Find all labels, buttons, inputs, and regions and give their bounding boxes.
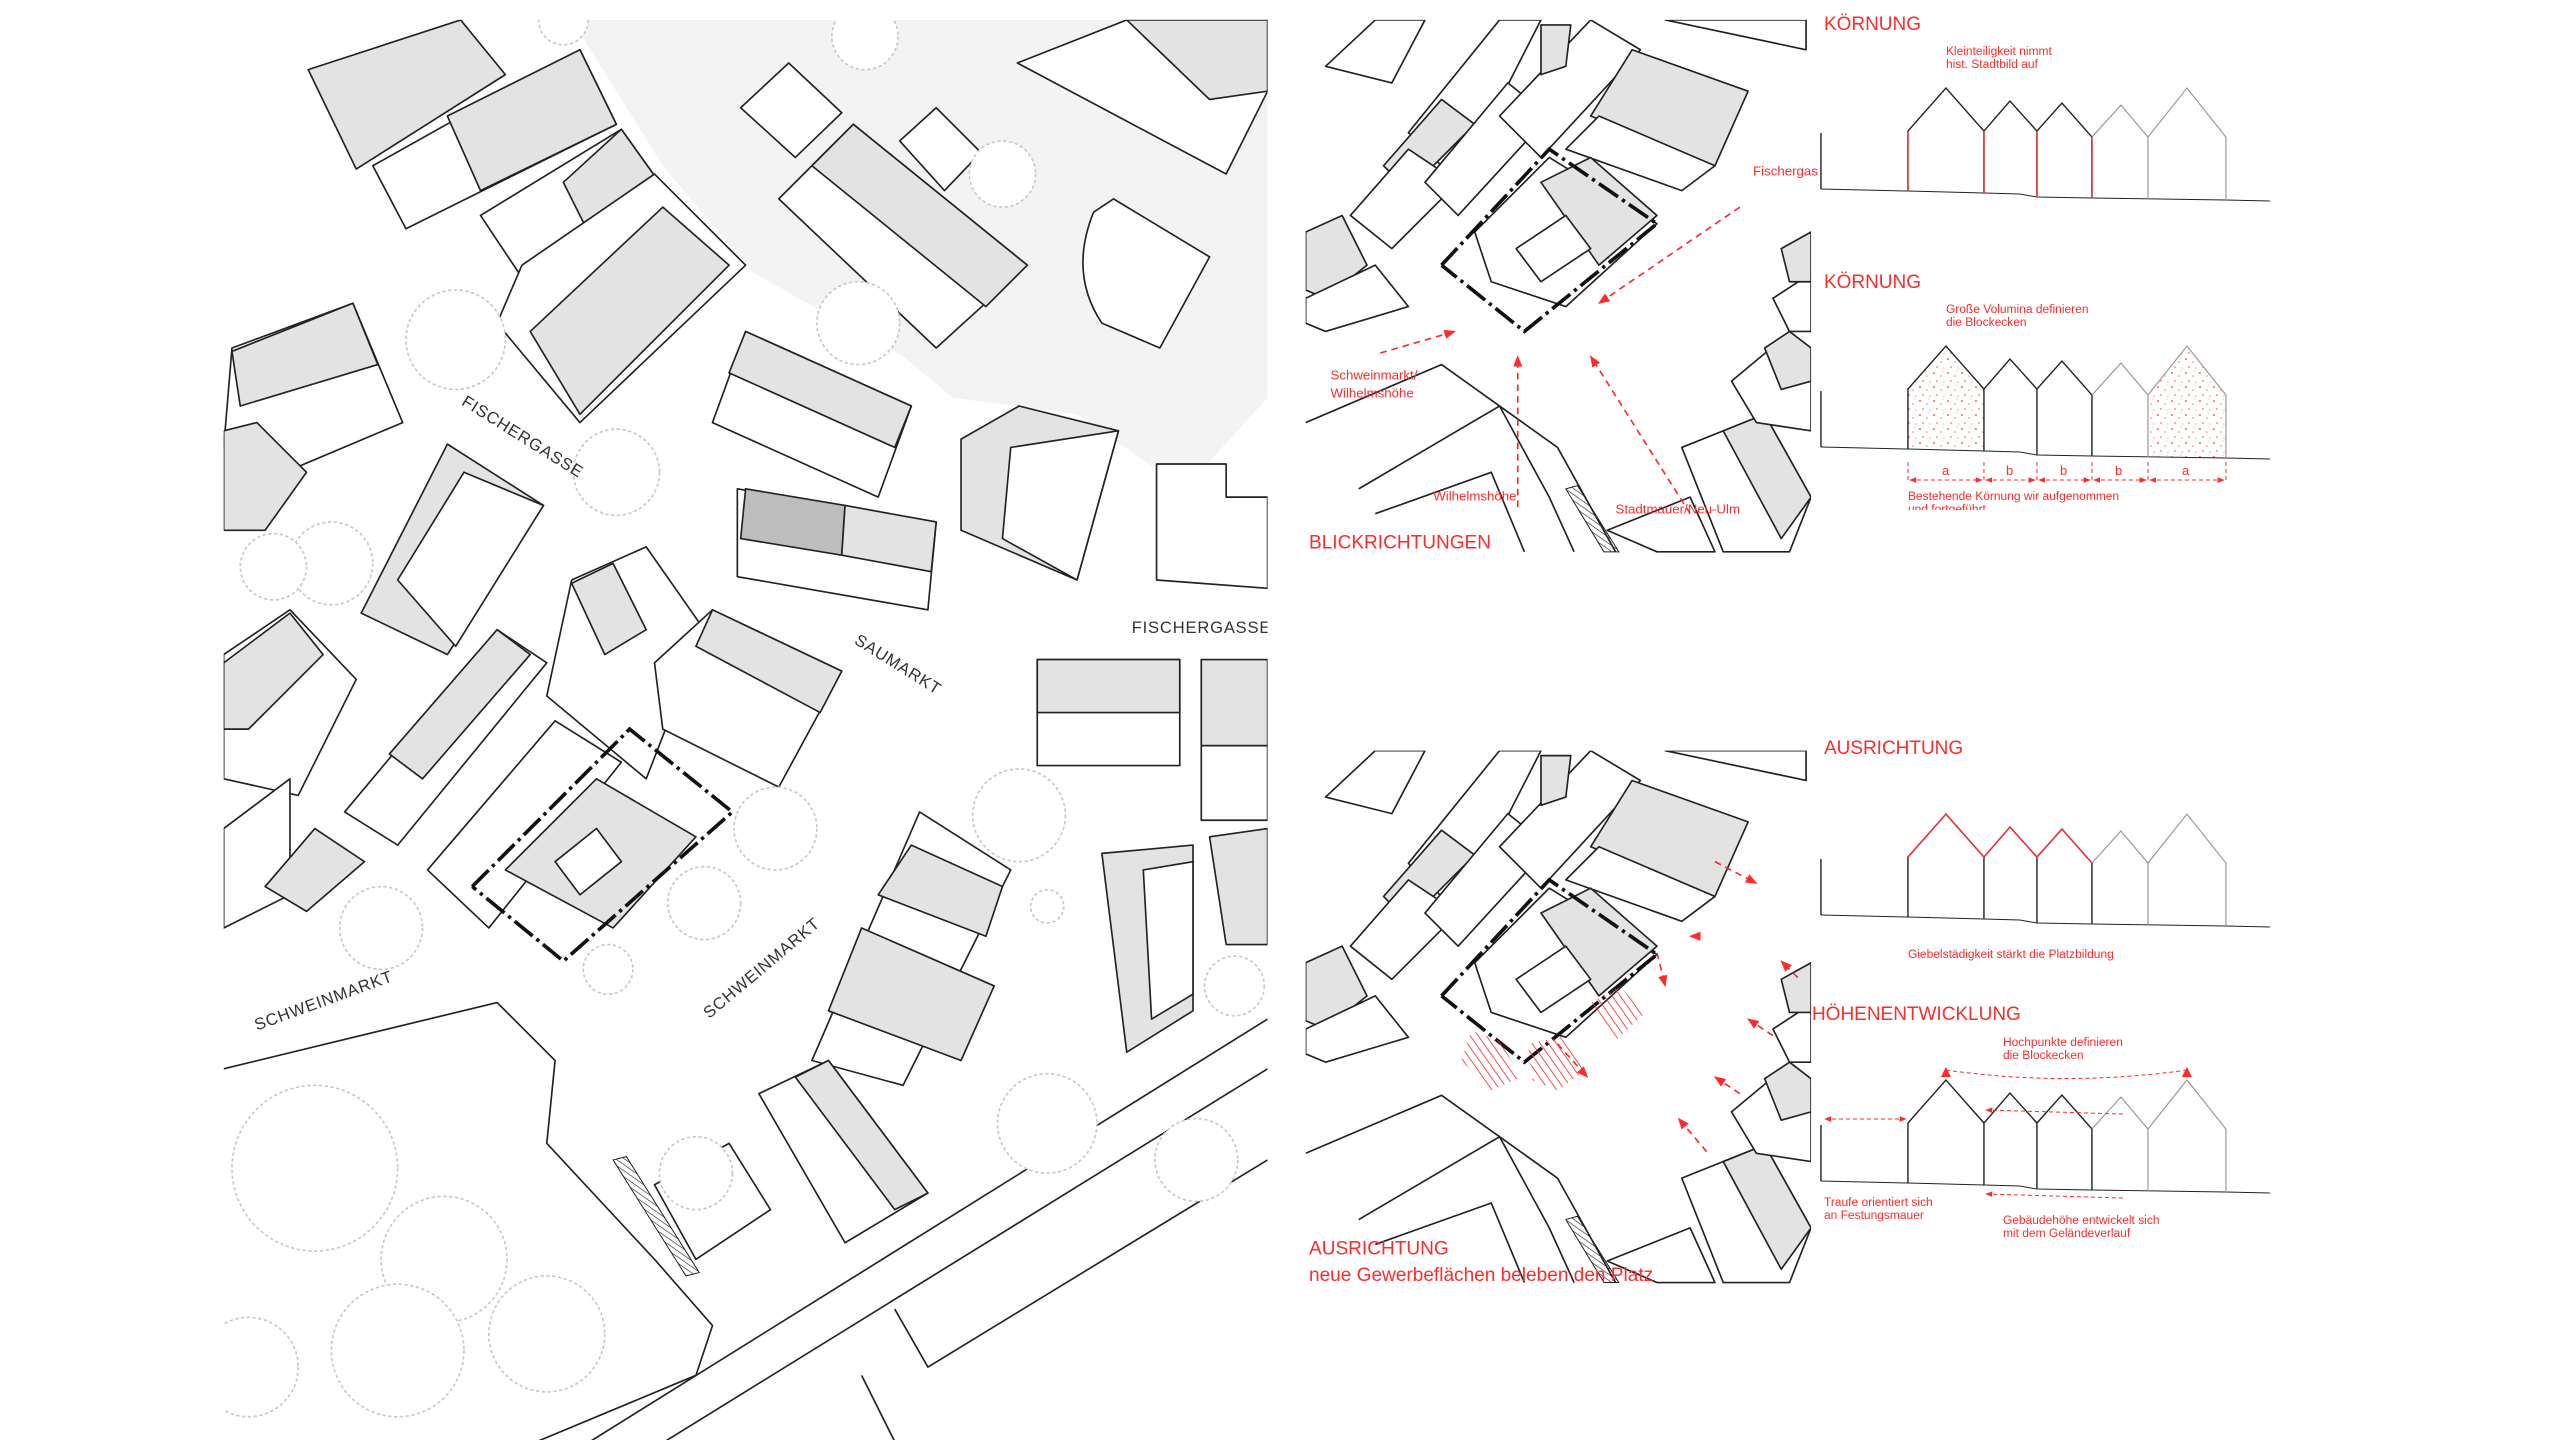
ausrichtung-plan: AUSRICHTUNG neue Gewerbeflächen beleben … (1305, 750, 1812, 1286)
diagram-hoehenentwicklung: HÖHENENTWICKLUNG Hochpunkte definieren d… (1812, 1004, 2271, 1240)
diagram-note: Hochpunkte definieren (2003, 1035, 2123, 1049)
street-label-fischergasse-east: FISCHERGASSE (1132, 618, 1272, 637)
diagram-note: Gebäudehöhe entwickelt sich (2003, 1213, 2160, 1227)
diagram-note: Giebelstädigkeit stärkt die Platzbildung (1908, 947, 2114, 961)
dimension-label: a (2182, 463, 2190, 478)
peak-arrow-icon (1940, 1067, 1951, 1078)
label-stadtmauer: Stadtmauer/Neu-Ulm (1616, 502, 1740, 517)
diagram-note: Kleinteiligkeit nimmt (1946, 44, 2053, 58)
diagram-title: AUSRICHTUNG (1824, 738, 1963, 759)
diagram-title: HÖHENENTWICKLUNG (1812, 1004, 2021, 1025)
blickrichtungen-title: BLICKRICHTUNGEN (1309, 533, 1491, 554)
ausrichtung-subtitle: neue Gewerbeflächen beleben den Platz (1309, 1265, 1653, 1286)
street-label-schweinmarkt-west: SCHWEINMARKT (252, 967, 396, 1035)
diagram-ausrichtung: AUSRICHTUNG Giebelstädigkeit stärkt die … (1820, 738, 2271, 961)
streets (223, 1001, 1268, 1440)
dimension-label: b (2060, 463, 2067, 478)
diagram-koernung-1: KÖRNUNG Kleinteiligkeit nimmt hist. Stad… (1820, 14, 2271, 202)
blickrichtungen-plan: Fischergas Schweinmarkt/ Wilhelmshöhe Wi… (1305, 19, 1818, 554)
buildings (223, 19, 1268, 1261)
peak-arrow-icon (2181, 1067, 2192, 1078)
diagram-note: an Festungsmauer (1824, 1208, 1924, 1222)
view-arrows (1380, 206, 1741, 515)
diagram-title: KÖRNUNG (1824, 272, 1921, 293)
diagram-footnote: Bestehende Körnung wir aufgenommen (1908, 489, 2119, 503)
diagram-note: Traufe orientiert sich (1824, 1195, 1933, 1209)
diagram-note: die Blockecken (1946, 315, 2027, 329)
label-wilhelmshoehe: Wilhelmshöhe (1433, 488, 1516, 503)
label-schweinmarkt-2: Wilhelmshöhe (1331, 386, 1414, 401)
commercial-frontage-hatch (1461, 985, 1644, 1091)
dimension-line (1907, 462, 2227, 483)
diagram-note: mit dem Geländeverlauf (2003, 1226, 2131, 1240)
house-section (1820, 813, 2271, 928)
house-section (1820, 87, 2271, 202)
dimension-label: a (1942, 463, 1950, 478)
orientation-arrows (1556, 860, 1799, 1153)
red-party-walls (1907, 131, 2093, 199)
red-gable-outline (1907, 812, 2093, 864)
dimension-label: b (2115, 463, 2122, 478)
house-section (1820, 1079, 2271, 1194)
ausrichtung-title: AUSRICHTUNG (1309, 1238, 1449, 1259)
highpoint-curve (1945, 1069, 2188, 1080)
diagram-footnote: und fortgeführt (1908, 502, 1987, 516)
site-plan: FISCHERGASSE SAUMARKT FISCHERGASSE SCHWE… (223, 19, 1272, 1440)
diagram-note: Große Volumina definieren (1946, 302, 2089, 316)
trees (223, 19, 1266, 1418)
dimension-label: b (2006, 463, 2013, 478)
label-schweinmarkt: Schweinmarkt/ (1331, 367, 1418, 382)
diagram-koernung-2: KÖRNUNG Große Volumina definieren die Bl… (1820, 272, 2271, 516)
diagram-note: hist. Stadtbild auf (1946, 57, 2039, 71)
diagram-title: KÖRNUNG (1824, 14, 1921, 35)
street-label-saumarkt: SAUMARKT (851, 630, 945, 698)
diagram-note: die Blockecken (2003, 1048, 2084, 1062)
label-fischergasse: Fischergas (1753, 164, 1818, 179)
